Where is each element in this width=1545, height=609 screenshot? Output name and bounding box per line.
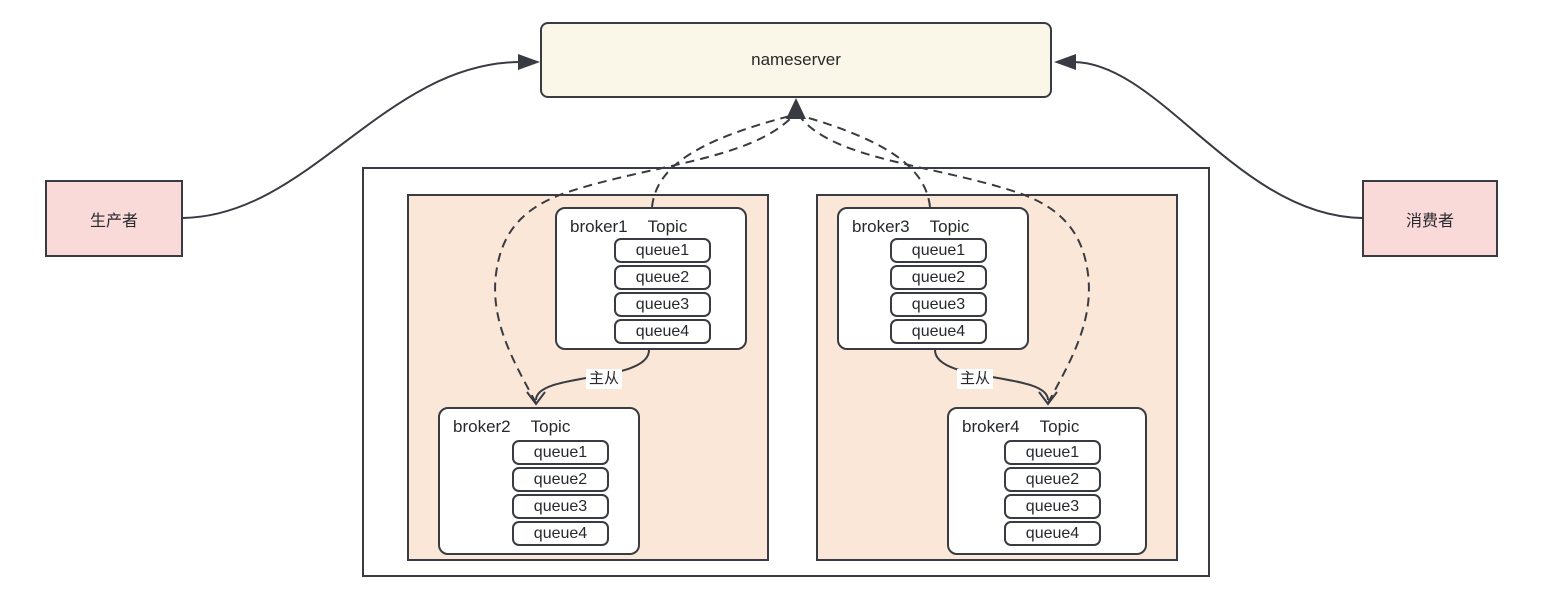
broker3-topic-label: Topic bbox=[929, 217, 970, 236]
queue-box: queue1 bbox=[890, 238, 987, 263]
consumer-label: 消费者 bbox=[1405, 212, 1454, 230]
queue-label: queue2 bbox=[533, 470, 588, 488]
broker1-name: broker1 bbox=[570, 217, 628, 236]
broker4-queue-stack: queue1 queue2 queue3 queue4 bbox=[1004, 440, 1101, 546]
queue-label: queue4 bbox=[911, 322, 966, 340]
broker2-name: broker2 bbox=[453, 417, 511, 436]
broker1-queue-stack: queue1 queue2 queue3 queue4 bbox=[614, 238, 711, 344]
queue-label: queue3 bbox=[911, 295, 966, 313]
queue-label: queue4 bbox=[1025, 524, 1080, 542]
producer-node: 生产者 bbox=[45, 180, 183, 257]
broker2-node: broker2 Topic queue1 queue2 queue3 queue… bbox=[438, 407, 640, 555]
master-slave-label-right: 主从 bbox=[957, 369, 994, 389]
broker2-topic-label: Topic bbox=[530, 417, 571, 436]
queue-box: queue4 bbox=[890, 319, 987, 344]
broker1-topic-label: Topic bbox=[647, 217, 688, 236]
broker4-topic-label: Topic bbox=[1039, 417, 1080, 436]
queue-box: queue2 bbox=[614, 265, 711, 290]
queue-label: queue2 bbox=[911, 268, 966, 286]
broker1-node: broker1 Topic queue1 queue2 queue3 queue… bbox=[555, 207, 747, 350]
queue-box: queue4 bbox=[614, 319, 711, 344]
queue-box: queue1 bbox=[1004, 440, 1101, 465]
broker3-node: broker3 Topic queue1 queue2 queue3 queue… bbox=[837, 207, 1029, 350]
queue-label: queue2 bbox=[1025, 470, 1080, 488]
queue-box: queue3 bbox=[1004, 494, 1101, 519]
broker4-header: broker4 Topic bbox=[962, 417, 1145, 437]
queue-box: queue4 bbox=[1004, 521, 1101, 546]
queue-label: queue4 bbox=[635, 322, 690, 340]
queue-label: queue3 bbox=[533, 497, 588, 515]
broker2-header: broker2 Topic bbox=[453, 417, 638, 437]
queue-label: queue4 bbox=[533, 524, 588, 542]
arrow-up-icon bbox=[786, 98, 806, 119]
queue-label: queue1 bbox=[533, 443, 588, 461]
queue-box: queue1 bbox=[512, 440, 609, 465]
queue-box: queue1 bbox=[614, 238, 711, 263]
queue-box: queue3 bbox=[890, 292, 987, 317]
queue-box: queue3 bbox=[512, 494, 609, 519]
broker1-header: broker1 Topic bbox=[570, 217, 745, 237]
queue-label: queue1 bbox=[1025, 443, 1080, 461]
broker4-name: broker4 bbox=[962, 417, 1020, 436]
queue-box: queue4 bbox=[512, 521, 609, 546]
queue-label: queue3 bbox=[1025, 497, 1080, 515]
arrow-right-icon bbox=[518, 54, 540, 70]
broker3-queue-stack: queue1 queue2 queue3 queue4 bbox=[890, 238, 987, 344]
queue-label: queue1 bbox=[635, 241, 690, 259]
broker2-queue-stack: queue1 queue2 queue3 queue4 bbox=[512, 440, 609, 546]
master-slave-label-left: 主从 bbox=[586, 369, 623, 389]
producer-label: 生产者 bbox=[89, 212, 138, 230]
queue-label: queue1 bbox=[911, 241, 966, 259]
nameserver-node: nameserver bbox=[540, 22, 1052, 98]
queue-box: queue2 bbox=[1004, 467, 1101, 492]
consumer-node: 消费者 bbox=[1362, 180, 1498, 257]
queue-box: queue3 bbox=[614, 292, 711, 317]
arrow-left-icon bbox=[1054, 54, 1076, 70]
queue-box: queue2 bbox=[890, 265, 987, 290]
broker3-name: broker3 bbox=[852, 217, 910, 236]
nameserver-label: nameserver bbox=[751, 50, 841, 69]
queue-label: queue3 bbox=[635, 295, 690, 313]
broker4-node: broker4 Topic queue1 queue2 queue3 queue… bbox=[947, 407, 1147, 555]
queue-label: queue2 bbox=[635, 268, 690, 286]
queue-box: queue2 bbox=[512, 467, 609, 492]
broker3-header: broker3 Topic bbox=[852, 217, 1027, 237]
